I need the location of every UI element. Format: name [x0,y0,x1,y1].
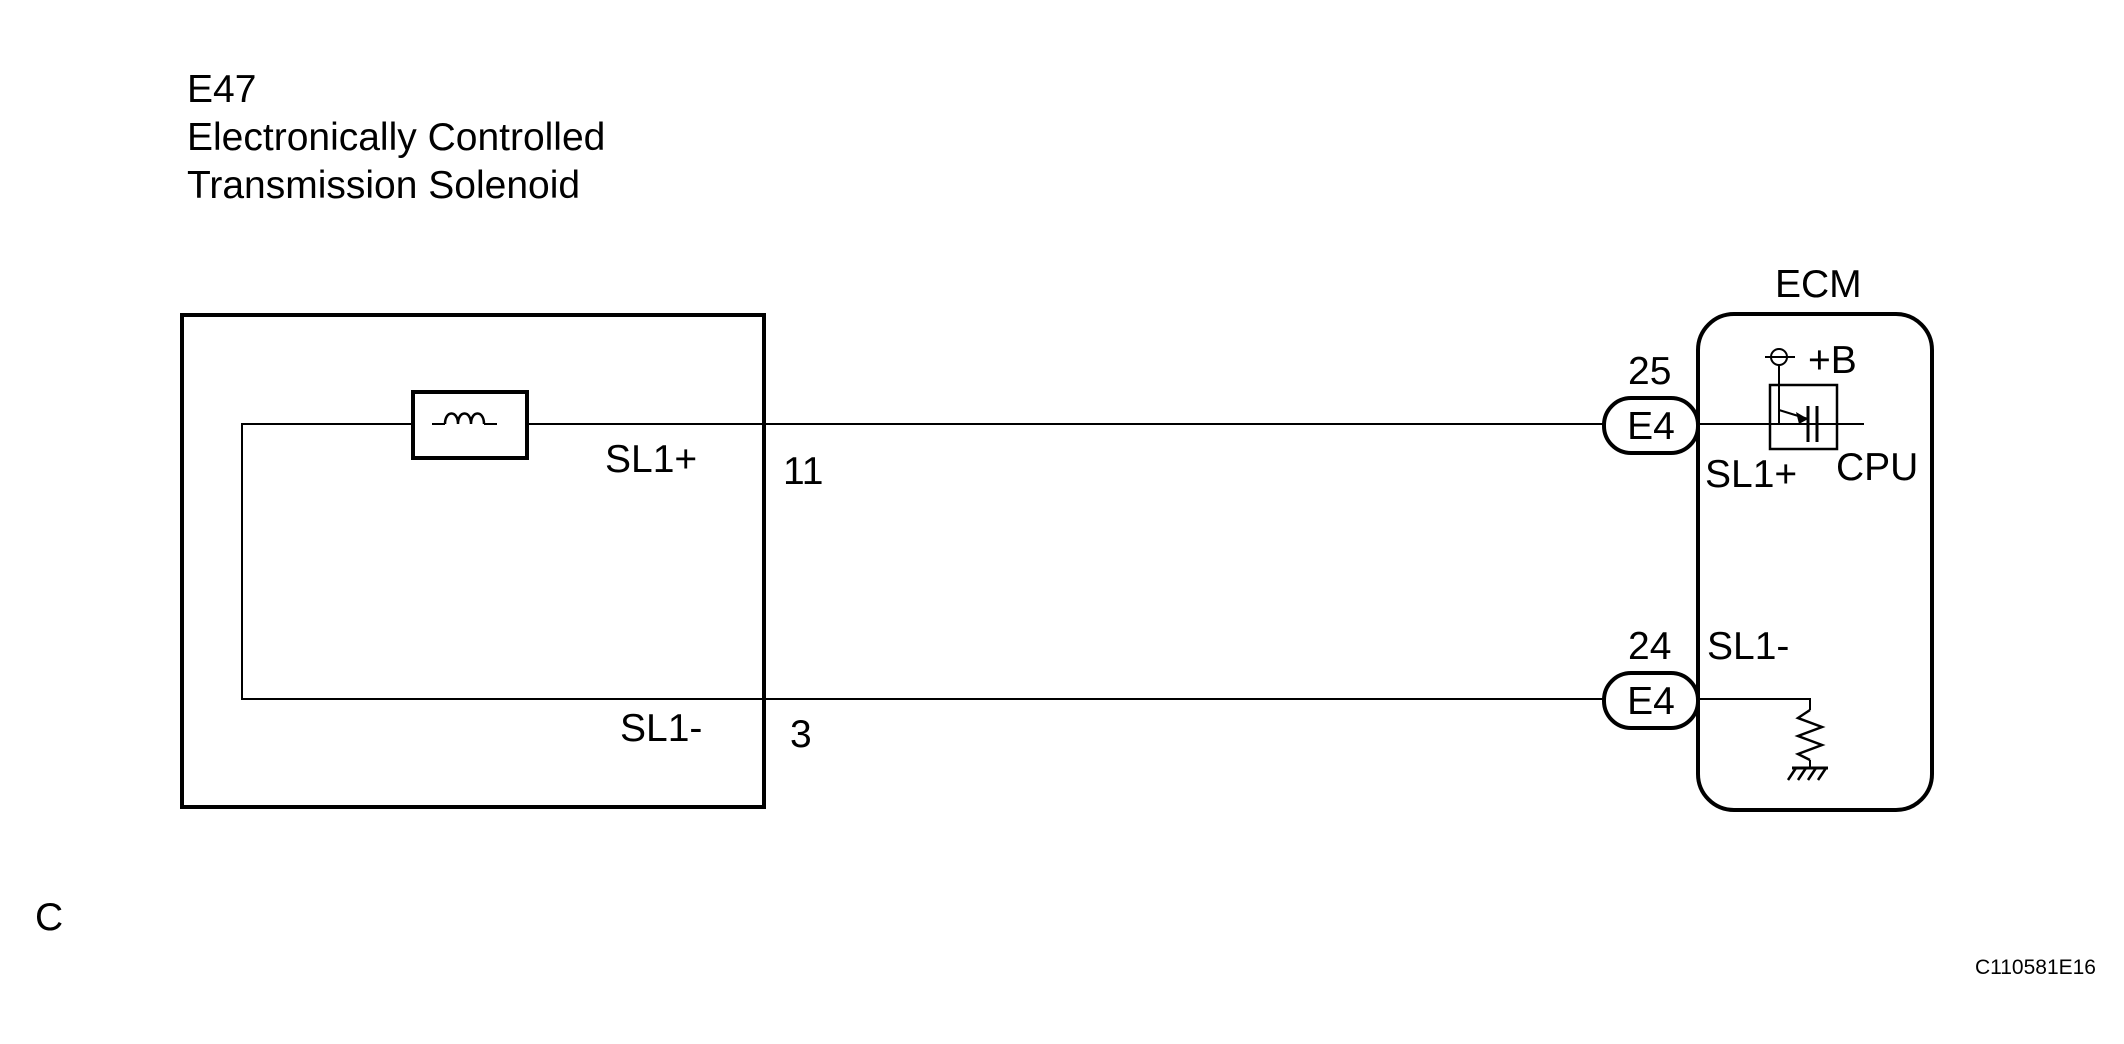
cpu-label: CPU [1836,446,1918,489]
ground-icon [1786,766,1828,781]
supply-plus-b-label: +B [1808,339,1857,382]
wire-sl1-minus [241,423,1604,700]
pin-25-label: 25 [1628,350,1671,393]
pin-3-label: 3 [790,713,812,756]
component-name-line1: Electronically Controlled [187,116,605,159]
connector-e4-bottom: E4 [1602,671,1700,730]
ecm-internal-wire-bottom [1698,698,1811,710]
component-name-line2: Transmission Solenoid [187,164,580,207]
resistor-icon [1794,708,1826,768]
component-code: E47 [187,68,256,111]
ecm-signal-sl1-minus: SL1- [1707,625,1789,668]
figure-id: C110581E16 [1975,956,2096,979]
solenoid-component-box [180,313,766,809]
connector-e4-top-label: E4 [1627,405,1675,448]
footer-letter: C [35,896,63,939]
solenoid-coil-icon [411,390,529,460]
connector-e4-bottom-label: E4 [1627,680,1675,723]
terminal-sl1-minus-label: SL1- [620,707,702,750]
ecm-box [1696,312,1934,812]
ecm-signal-sl1-plus: SL1+ [1705,453,1797,496]
terminal-sl1-plus-label: SL1+ [605,438,697,481]
connector-e4-top: E4 [1602,396,1700,455]
pin-24-label: 24 [1628,625,1671,668]
transistor-driver-icon [1765,348,1839,451]
pin-11-label: 11 [783,450,824,493]
ecm-title: ECM [1775,263,1862,306]
